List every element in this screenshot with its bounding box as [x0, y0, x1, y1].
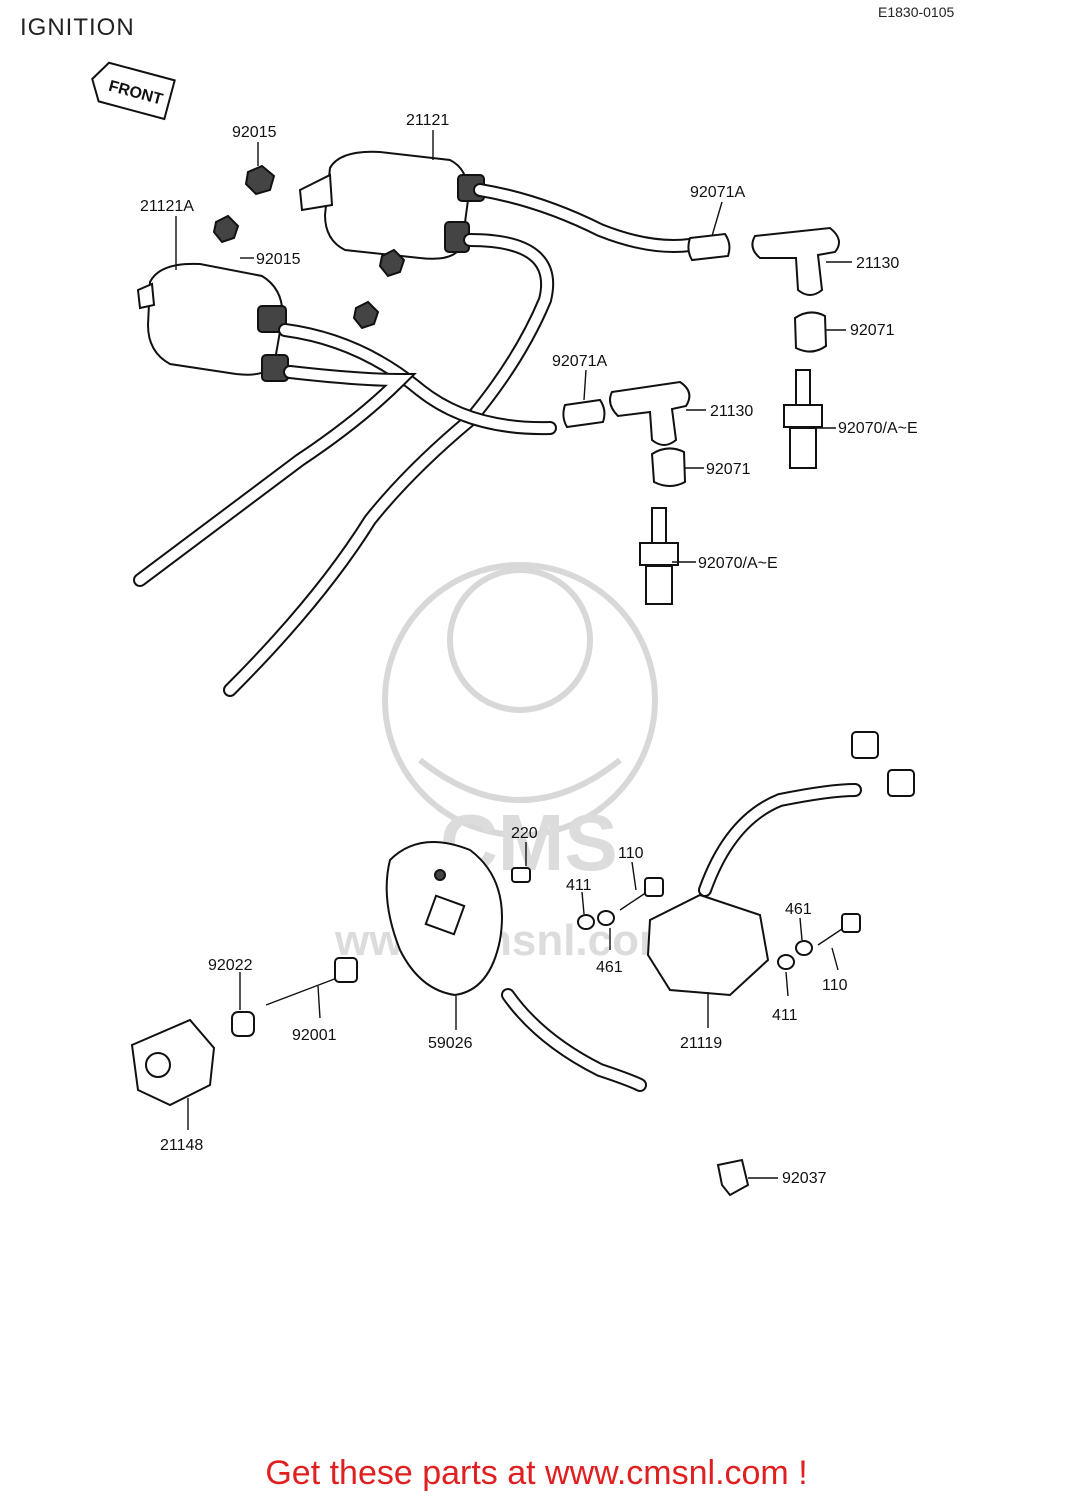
- seal-92071-top: [793, 311, 828, 353]
- screw-220: [511, 867, 531, 883]
- callout-411: 411: [772, 1007, 798, 1024]
- callout-461: 461: [785, 901, 812, 918]
- callout-92022: 92022: [208, 957, 253, 974]
- spark-plug-mid: [639, 507, 679, 605]
- callout-220: 220: [511, 825, 538, 842]
- nut-icon: [212, 164, 406, 330]
- rotor-21148: [130, 1018, 216, 1107]
- callout-21121: 21121: [406, 112, 449, 129]
- callout-59026: 59026: [428, 1035, 473, 1052]
- callout-21121A: 21121A: [140, 198, 194, 215]
- igniter-21119: [646, 731, 915, 997]
- ignition-coil-21121: [298, 150, 485, 260]
- spark-plug-top: [783, 369, 823, 469]
- callout-92037: 92037: [782, 1170, 827, 1187]
- callout-92070: 92070/A~E: [838, 420, 918, 437]
- cta-link[interactable]: Get these parts at www.cmsnl.com !: [265, 1454, 808, 1492]
- screw-110-right: [817, 913, 861, 946]
- callout-21130: 21130: [710, 403, 753, 420]
- callout-110: 110: [618, 845, 644, 862]
- leader-lines: [175, 130, 852, 1179]
- seal-92071-mid: [650, 447, 687, 487]
- watermark-url: www.cmsnl.com: [334, 916, 678, 965]
- cap-92071A-mid: [562, 398, 606, 429]
- screw-110-left: [619, 877, 664, 911]
- callout-92001: 92001: [292, 1027, 337, 1044]
- washer-92022: [231, 1011, 255, 1037]
- plug-cap-21130-top: [751, 226, 840, 296]
- callout-92071A: 92071A: [552, 353, 607, 370]
- pickup-plate-59026: [385, 841, 647, 1092]
- callout-92015: 92015: [232, 124, 277, 141]
- callout-411: 411: [566, 877, 592, 894]
- callout-92015: 92015: [256, 251, 301, 268]
- callout-21119: 21119: [680, 1035, 722, 1052]
- callout-92071: 92071: [850, 322, 895, 339]
- cap-92071A-top: [687, 232, 731, 262]
- callout-21148: 21148: [160, 1137, 203, 1154]
- high-tension-leads: [133, 183, 697, 697]
- plug-cap-21130-mid: [609, 380, 691, 446]
- front-arrow-icon: FRONT: [91, 61, 176, 121]
- callout-461: 461: [596, 959, 623, 976]
- clamp-92037: [716, 1158, 750, 1197]
- callout-92070: 92070/A~E: [698, 555, 778, 572]
- callout-21130: 21130: [856, 255, 899, 272]
- callout-110: 110: [822, 977, 848, 994]
- callout-92071: 92071: [706, 461, 751, 478]
- diagram-code: E1830-0105: [878, 4, 955, 20]
- ignition-coil-21121A: [136, 262, 289, 382]
- page-title: IGNITION: [20, 14, 135, 41]
- callout-labels: 92015 21121 21121A 92015 92071A 21130 92…: [140, 112, 918, 1187]
- bolt-92001: [265, 957, 358, 1006]
- callout-92071A: 92071A: [690, 184, 745, 201]
- washers-411-461: [577, 910, 813, 970]
